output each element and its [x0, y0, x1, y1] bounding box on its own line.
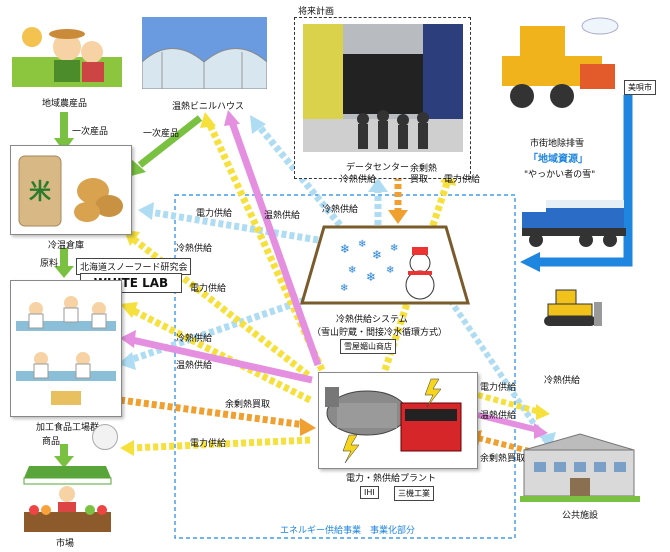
- arrow-head: [118, 352, 136, 370]
- plant-box: [318, 372, 478, 469]
- datacenter-photo: [303, 24, 463, 152]
- flow-cool-greenhouse: 冷熱供給: [322, 205, 359, 215]
- future-plan-header: 将来計画: [298, 7, 335, 17]
- arrow-head: [300, 418, 316, 436]
- plant-partner-2: 三機工業: [394, 486, 434, 501]
- cooling-line1: 冷熱供給システム: [336, 315, 408, 325]
- business-boundary: [174, 194, 516, 539]
- flow-goods: 商品: [42, 437, 61, 447]
- flow-power-storage: 電力供給: [196, 209, 233, 219]
- bulldozer-illustration: [540, 286, 605, 331]
- snowplow-illustration: [490, 14, 620, 114]
- arrow-greenhouse-to-storage: [137, 115, 203, 168]
- arrow-heat-factory: [131, 336, 313, 384]
- snow-resource-label: 「地域資源」: [528, 154, 588, 165]
- svg-text:❄: ❄: [390, 243, 398, 254]
- dump-truck-illustration: [518, 198, 628, 250]
- svg-text:❄: ❄: [366, 270, 376, 284]
- svg-text:❄: ❄: [358, 239, 366, 250]
- arrow-head: [534, 423, 548, 439]
- farm-illustration: [12, 12, 122, 87]
- arrow-power-factory2: [131, 436, 311, 452]
- arrow-head: [224, 110, 240, 126]
- certification-badge: [92, 424, 118, 450]
- svg-text:❄: ❄: [386, 265, 394, 276]
- svg-text:❄: ❄: [340, 242, 350, 256]
- snow-storage-illustration: ❄❄ ❄❄ ❄❄ ❄❄: [300, 225, 470, 305]
- arrow-heat-greenhouse: [228, 120, 322, 367]
- public-facility-illustration: [520, 430, 640, 502]
- arrow-head: [540, 432, 556, 452]
- flow-cool-factory: 冷熱供給: [176, 334, 213, 344]
- flow-heat-public: 温熱供給: [480, 411, 517, 421]
- arrow-power-public: [477, 392, 541, 415]
- cooling-company: 雪屋媚山商店: [340, 339, 396, 354]
- cooling-line2: （雪山貯蔵・間接冷水循環方式）: [312, 328, 448, 338]
- farm-label: 地域農産品: [42, 99, 88, 109]
- business-section-label: エネルギー供給事業 事業化部分: [280, 526, 416, 536]
- flow-cool-public: 冷熱供給: [544, 376, 581, 386]
- arrow-heat-public: [477, 412, 539, 433]
- flow-power-public: 電力供給: [480, 383, 517, 393]
- arrow-head: [200, 112, 216, 128]
- cold-storage-label: 冷温倉庫: [48, 241, 85, 251]
- arrow-cool-public: [447, 298, 548, 442]
- snow-label: 市街地除排雪: [530, 139, 585, 149]
- flow-power-dc: 電力供給: [444, 175, 481, 185]
- flow-surplus-factory: 余剰熱買取: [225, 400, 271, 410]
- public-label: 公共施設: [562, 511, 599, 521]
- svg-text:❄: ❄: [372, 248, 382, 262]
- flow-heat-greenhouse: 温熱供給: [264, 211, 301, 221]
- arrow-head: [54, 266, 74, 278]
- plant-partner-1: IHI: [360, 486, 379, 499]
- snow-nickname: "やっかい者の雪": [524, 170, 596, 180]
- arrow-cool-storage: [149, 208, 319, 244]
- flow-cool-storage: 冷熱供給: [176, 244, 213, 254]
- flow-primary2: 一次産品: [143, 129, 180, 139]
- svg-text:❄: ❄: [340, 283, 348, 294]
- plant-label: 電力・熱供給プラント: [346, 474, 437, 484]
- arrow-head: [368, 178, 388, 192]
- arrow-head: [520, 252, 540, 272]
- market-label: 市場: [56, 539, 75, 549]
- greenhouse-label: 温熱ビニルハウス: [172, 102, 245, 112]
- arrow-surplus-factory: [119, 396, 306, 429]
- arrow-head: [250, 115, 266, 134]
- flow-raw: 原料: [40, 259, 59, 269]
- greenhouse-photo: [142, 17, 267, 89]
- svg-text:❄: ❄: [348, 265, 356, 276]
- cold-storage-box: 米: [10, 145, 132, 235]
- flow-heat-factory: 温熱供給: [176, 361, 213, 371]
- arrow-snow-to-cooling: [535, 95, 633, 267]
- flow-primary1: 一次産品: [72, 127, 109, 137]
- factory-box: [10, 280, 122, 417]
- flow-surplus-dc: 余剰熱買取: [410, 164, 438, 185]
- arrow-head: [536, 404, 550, 420]
- rice-char: 米: [29, 180, 52, 205]
- market-illustration: [20, 462, 115, 534]
- arrow-head: [388, 210, 408, 224]
- factory-label: 加工食品工場群: [36, 423, 100, 433]
- flow-surplus-public: 余剰熱買取: [480, 454, 526, 464]
- arrow-cool-factory: [128, 291, 322, 364]
- arrow-head: [54, 456, 74, 468]
- flow-power-factory2: 電力供給: [190, 439, 227, 449]
- arrow-head: [120, 440, 134, 456]
- arrow-power-factory1: [130, 306, 312, 404]
- datacenter-label: データセンター: [346, 163, 410, 173]
- flow-power-factory1: 電力供給: [190, 284, 227, 294]
- arrow-head: [138, 202, 154, 220]
- arrow-head: [120, 302, 138, 318]
- arrow-head: [120, 330, 136, 348]
- city-tag: 美唄市: [624, 80, 656, 95]
- flow-cool-dc: 冷熱供給: [340, 175, 377, 185]
